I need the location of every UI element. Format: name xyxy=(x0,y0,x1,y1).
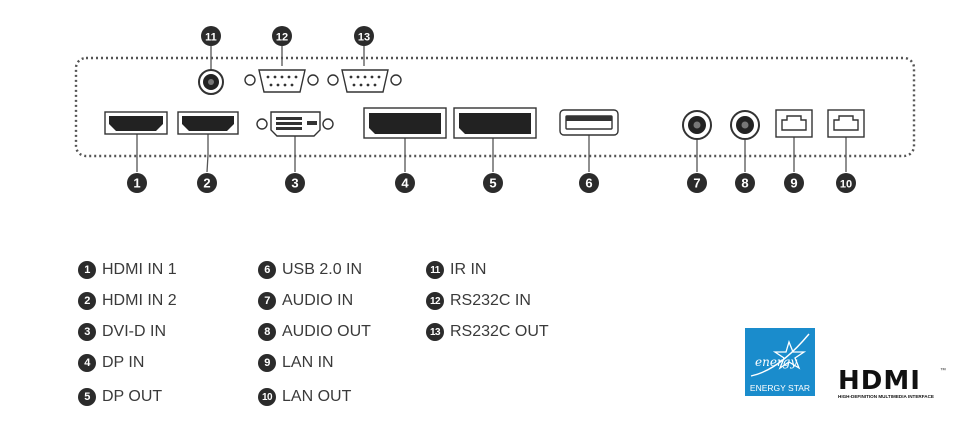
diagram-badge-number-10: 10 xyxy=(840,179,852,191)
legend-badge: 13 xyxy=(426,323,444,341)
diagram-badge-12 xyxy=(272,26,292,46)
legend-label: RS232C OUT xyxy=(450,323,549,340)
hdmi-logo: HDMI HIGH-DEFINITION MULTIMEDIA INTERFAC… xyxy=(838,368,948,400)
diagram-badge-10 xyxy=(836,173,856,193)
legend-item-8: 8 AUDIO OUT xyxy=(258,322,371,342)
hdmi-wordmark: HDMI xyxy=(838,366,921,396)
diagram-badge-number-3: 3 xyxy=(291,176,298,191)
diagram-badge-1 xyxy=(127,173,147,193)
energy-star-label: ENERGY STAR xyxy=(749,383,811,393)
lan-out-port xyxy=(827,109,865,138)
diagram-badge-number-12: 12 xyxy=(276,32,288,44)
dp-out-port xyxy=(453,107,537,139)
legend-item-13: 13 RS232C OUT xyxy=(426,322,549,342)
legend-badge: 6 xyxy=(258,261,276,279)
legend-badge: 9 xyxy=(258,354,276,372)
legend-badge: 11 xyxy=(426,261,444,279)
diagram-badge-13 xyxy=(354,26,374,46)
legend-badge: 2 xyxy=(78,292,96,310)
legend-label: DP IN xyxy=(102,354,145,371)
energy-star-emblem-icon: energy xyxy=(750,333,810,377)
diagram-badge-number-8: 8 xyxy=(741,176,748,191)
legend-item-2: 2 HDMI IN 2 xyxy=(78,291,177,311)
diagram-badge-8 xyxy=(735,173,755,193)
legend-badge: 8 xyxy=(258,323,276,341)
diagram-badge-2 xyxy=(197,173,217,193)
diagram-badge-number-4: 4 xyxy=(401,176,409,191)
audio-out-jack xyxy=(730,110,760,140)
diagram-badge-4 xyxy=(395,173,415,193)
energy-star-logo: energy ENERGY STAR xyxy=(745,328,815,396)
legend-label: USB 2.0 IN xyxy=(282,261,363,278)
diagram-badge-number-13: 13 xyxy=(358,32,370,44)
legend-label: RS232C IN xyxy=(450,292,531,309)
legend-label: DVI-D IN xyxy=(102,323,166,340)
rs232c-out-port xyxy=(327,69,402,93)
legend-label: LAN IN xyxy=(282,354,334,371)
legend-item-1: 1 HDMI IN 1 xyxy=(78,260,177,280)
hdmi-in-2-port xyxy=(177,111,239,135)
hdmi-tagline: HIGH-DEFINITION MULTIMEDIA INTERFACE xyxy=(838,394,934,399)
legend-item-12: 12 RS232C IN xyxy=(426,291,531,311)
diagram-badge-number-5: 5 xyxy=(489,176,496,191)
ir-in-jack xyxy=(198,69,224,95)
legend-item-6: 6 USB 2.0 IN xyxy=(258,260,362,280)
diagram-badge-5 xyxy=(483,173,503,193)
diagram-badge-number-2: 2 xyxy=(203,176,210,191)
legend-label: AUDIO OUT xyxy=(282,323,371,340)
legend-item-4: 4 DP IN xyxy=(78,353,144,373)
diagram-badge-number-1: 1 xyxy=(133,176,140,191)
diagram-badge-6 xyxy=(579,173,599,193)
legend-label: HDMI IN 1 xyxy=(102,261,177,278)
diagram-badge-number-6: 6 xyxy=(585,176,592,191)
legend-item-7: 7 AUDIO IN xyxy=(258,291,353,311)
hdmi-trademark: ™ xyxy=(940,368,946,374)
legend-label: LAN OUT xyxy=(282,388,352,405)
legend-badge: 10 xyxy=(258,388,276,406)
diagram-badge-9 xyxy=(784,173,804,193)
dvi-d-in-port xyxy=(256,111,334,137)
diagram-badge-number-11: 11 xyxy=(205,32,217,44)
legend-item-10: 10 LAN OUT xyxy=(258,387,351,407)
legend-item-9: 9 LAN IN xyxy=(258,353,334,373)
legend-badge: 4 xyxy=(78,354,96,372)
audio-in-jack xyxy=(682,110,712,140)
legend-badge: 12 xyxy=(426,292,444,310)
legend-label: IR IN xyxy=(450,261,487,278)
diagram-badge-11 xyxy=(201,26,221,46)
callout-line-2 xyxy=(206,134,209,173)
rs232c-in-port xyxy=(244,69,319,93)
legend-item-5: 5 DP OUT xyxy=(78,387,162,407)
legend-badge: 3 xyxy=(78,323,96,341)
diagram-badge-3 xyxy=(285,173,305,193)
dp-in-port xyxy=(363,107,447,139)
legend-badge: 1 xyxy=(78,261,96,279)
legend-badge: 5 xyxy=(78,388,96,406)
diagram-badge-number-9: 9 xyxy=(790,176,797,191)
hdmi-in-1-port xyxy=(104,111,168,135)
usb-2-in-port xyxy=(559,109,619,136)
panel-outline xyxy=(74,56,916,158)
legend-item-11: 11 IR IN xyxy=(426,260,486,280)
legend-label: DP OUT xyxy=(102,388,163,405)
diagram-badge-7 xyxy=(687,173,707,193)
legend-label: HDMI IN 2 xyxy=(102,292,177,309)
energy-script: energy xyxy=(755,355,797,369)
lan-in-port xyxy=(775,109,813,138)
diagram-badge-number-7: 7 xyxy=(693,176,700,191)
legend-badge: 7 xyxy=(258,292,276,310)
legend-item-3: 3 DVI-D IN xyxy=(78,322,166,342)
legend-label: AUDIO IN xyxy=(282,292,354,309)
